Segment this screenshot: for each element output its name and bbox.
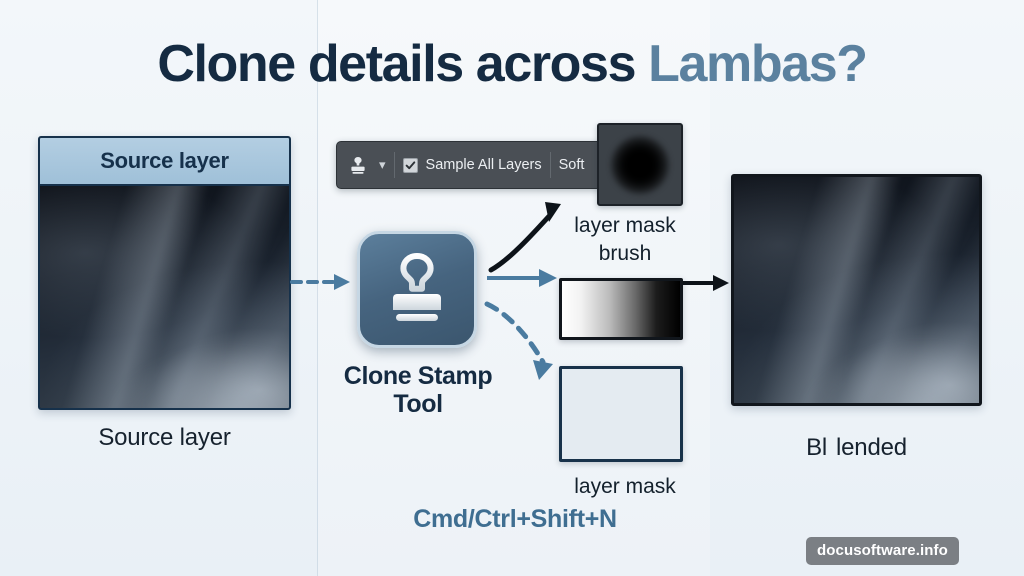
checkbox-checked-icon[interactable] xyxy=(402,157,418,173)
sample-all-layers-label: Sample All Layers xyxy=(425,157,542,173)
watermark-badge: docusoftware.info xyxy=(806,537,959,565)
bird xyxy=(143,259,152,265)
layer-mask-brush-label: layer mask brush xyxy=(545,212,705,268)
gradient-swatch[interactable] xyxy=(559,278,683,340)
bird xyxy=(77,221,86,227)
arrow-tool-to-brush-preview xyxy=(488,202,561,273)
blended-caption-part2: lended xyxy=(836,434,907,461)
source-layer-caption: Source layer xyxy=(98,424,231,451)
shortcut-label: Cmd/Ctrl+Shift+N xyxy=(413,505,617,533)
blended-sky-image xyxy=(734,177,979,403)
bird xyxy=(209,219,218,225)
page-title-accent: Lambas? xyxy=(648,35,868,93)
clone-stamp-tool-label: Clone Stamp Tool xyxy=(318,362,518,418)
bird xyxy=(117,289,126,295)
bird xyxy=(113,209,122,215)
bird xyxy=(157,205,166,211)
blended-caption-part1: Bl xyxy=(806,434,828,461)
bird xyxy=(225,283,234,289)
source-sky-image xyxy=(40,186,289,408)
tool-label-line1: Clone Stamp xyxy=(343,362,493,390)
soft-round-brush-preview[interactable] xyxy=(597,123,683,206)
blended-caption: Bl lended xyxy=(731,434,982,462)
bird xyxy=(101,247,110,253)
arrow-source-to-tool xyxy=(290,274,350,290)
page-title-main: Clone details across xyxy=(157,35,636,93)
tool-label-line2: Tool xyxy=(393,390,443,418)
blended-result-card[interactable] xyxy=(731,174,982,406)
bird xyxy=(249,261,258,267)
chevron-down-icon[interactable]: ▾ xyxy=(379,157,386,172)
brush-label-line1: layer mask xyxy=(574,214,676,237)
arrow-tool-to-gradient xyxy=(487,269,557,287)
bird xyxy=(83,277,92,283)
bird xyxy=(235,237,244,243)
source-layer-header: Source layer xyxy=(40,138,289,186)
bird xyxy=(131,309,140,315)
layer-mask-label: layer mask xyxy=(574,475,676,498)
bird xyxy=(151,281,160,287)
bird xyxy=(185,225,194,231)
clone-stamp-icon[interactable] xyxy=(347,154,369,176)
arrow-tool-to-layer-mask xyxy=(484,301,553,380)
bird xyxy=(95,317,104,323)
page-title: Clone details across Lambas? xyxy=(0,34,1024,94)
arrow-gradient-to-blended xyxy=(683,275,729,291)
soft-option-label: Soft xyxy=(558,157,585,173)
bird xyxy=(189,271,198,277)
empty-layer-mask-swatch[interactable] xyxy=(559,366,683,462)
clone-stamp-tool-icon[interactable] xyxy=(357,231,477,348)
brush-label-line2: brush xyxy=(598,241,652,265)
source-layer-card[interactable]: Source layer xyxy=(38,136,291,410)
bird xyxy=(135,231,144,237)
bird xyxy=(171,245,180,251)
toolbar-divider xyxy=(549,152,551,178)
toolbar-divider xyxy=(393,152,395,178)
